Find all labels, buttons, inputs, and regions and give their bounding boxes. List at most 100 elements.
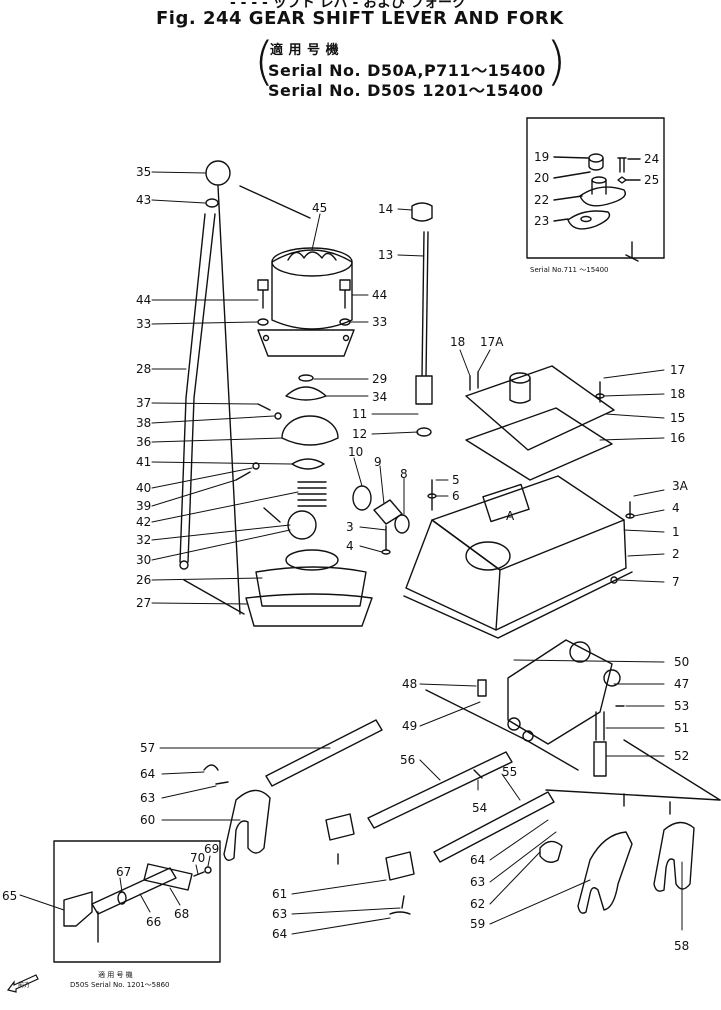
leader-55 <box>501 773 521 801</box>
callout-28: 28 <box>136 362 151 376</box>
part-69-washer <box>204 866 212 874</box>
callout-13: 13 <box>378 248 393 262</box>
leader-22 <box>553 195 583 201</box>
leader-64-mid <box>489 819 549 861</box>
callout-54: 54 <box>472 801 487 815</box>
part-23-gasket <box>567 210 611 230</box>
callout-A: A <box>506 509 515 523</box>
leader-48 <box>419 683 477 687</box>
callout-64: 64 <box>140 767 155 781</box>
leader-43 <box>151 199 206 204</box>
ref-line-shaft-1 <box>425 689 527 741</box>
part-14-cap <box>411 202 433 222</box>
callout-57: 57 <box>140 741 155 755</box>
leader-19 <box>553 156 589 159</box>
part-24-bolt <box>617 157 627 173</box>
part-47-bracket <box>507 639 613 745</box>
callout-3A: 3A <box>672 479 689 493</box>
leader-62 <box>489 851 541 905</box>
boot-base-hole-1 <box>262 334 270 342</box>
callout-20: 20 <box>534 171 549 185</box>
leader-59 <box>489 879 591 925</box>
part-11-sleeve <box>415 375 433 405</box>
leader-61 <box>291 879 387 895</box>
part-27-gasket <box>245 593 373 627</box>
part-1-case-front <box>495 519 627 631</box>
leader-27 <box>151 602 249 605</box>
callout-55: 55 <box>502 765 517 779</box>
cover-tower-top <box>509 372 531 384</box>
part-62-collar <box>539 840 563 863</box>
part-57-shaft <box>265 719 383 787</box>
leader-23 <box>553 218 569 222</box>
part-29-ring <box>298 374 314 382</box>
ref-line-shaft-3 <box>545 789 721 801</box>
callout-63: 63 <box>140 791 155 805</box>
callout-2: 2 <box>672 547 680 561</box>
callout-52: 52 <box>674 749 689 763</box>
part-32-pin <box>263 507 281 523</box>
callout-4: 4 <box>672 501 680 515</box>
part-60-fork <box>223 789 271 861</box>
callout-68: 68 <box>174 907 189 921</box>
leader-64-left <box>161 771 205 775</box>
part-38-washer <box>274 412 282 420</box>
leader-40 <box>151 467 253 489</box>
callout-15: 15 <box>670 411 685 425</box>
part-22-tube <box>591 179 607 195</box>
leader-2 <box>627 553 665 557</box>
callout-59: 59 <box>470 917 485 931</box>
leader-3 <box>359 526 387 531</box>
part-33-washer-left <box>257 318 269 326</box>
callout-63: 63 <box>470 875 485 889</box>
part-13-rod <box>421 231 425 377</box>
front-direction-arrow-icon: 前方 <box>6 974 39 993</box>
callout-23: 23 <box>534 214 549 228</box>
leader-63-mid <box>489 831 557 883</box>
callout-64: 64 <box>470 853 485 867</box>
callout-32: 32 <box>136 533 151 547</box>
leader-30 <box>151 529 291 561</box>
leader-35 <box>151 171 207 174</box>
part-51-spring <box>595 711 605 741</box>
callout-62: 62 <box>470 897 485 911</box>
part-61-block-upper <box>325 813 355 841</box>
callout-16: 16 <box>670 431 685 445</box>
leader-70 <box>195 864 199 875</box>
leader-14 <box>397 208 413 211</box>
serial-range-2: Serial No. D50S 1201～15400 <box>268 81 544 100</box>
part-59-fork <box>577 831 633 914</box>
part-8-bushing <box>394 514 410 534</box>
callout-6: 6 <box>452 489 460 503</box>
leader-39 <box>151 479 237 507</box>
part-68-plate <box>143 863 193 891</box>
part-7-pin <box>610 576 618 584</box>
part-9-bushing <box>373 499 403 525</box>
part-22-tube-top <box>591 176 607 184</box>
part-45-boot <box>271 249 353 330</box>
part-41-seat <box>291 458 325 470</box>
part-70-bolt <box>193 871 205 877</box>
leader-49 <box>419 701 481 727</box>
inset-a-arrow-head <box>625 254 639 262</box>
part-42-spring <box>297 481 327 507</box>
leader-3A <box>633 489 665 497</box>
callout-1: 1 <box>672 525 680 539</box>
leader-41 <box>151 461 293 465</box>
part-52-plunger <box>593 741 607 777</box>
callout-4: 4 <box>346 539 354 553</box>
part-13-rod-edge <box>425 231 429 377</box>
bracket-hole-1 <box>507 717 521 731</box>
part-4-washer <box>381 549 391 555</box>
inset-a-serial-note: Serial No.711 ～15400 <box>530 266 609 274</box>
shift-fork-assembly <box>203 639 721 915</box>
leader-65 <box>19 894 65 911</box>
leader-lines <box>19 171 683 935</box>
part-65-fork <box>63 891 93 927</box>
callout-33: 33 <box>136 317 151 331</box>
callout-58: 58 <box>674 939 689 953</box>
part-28-lever-rod-edge <box>187 213 216 563</box>
bracket-boss-2 <box>603 669 621 687</box>
leader-50 <box>513 659 665 663</box>
